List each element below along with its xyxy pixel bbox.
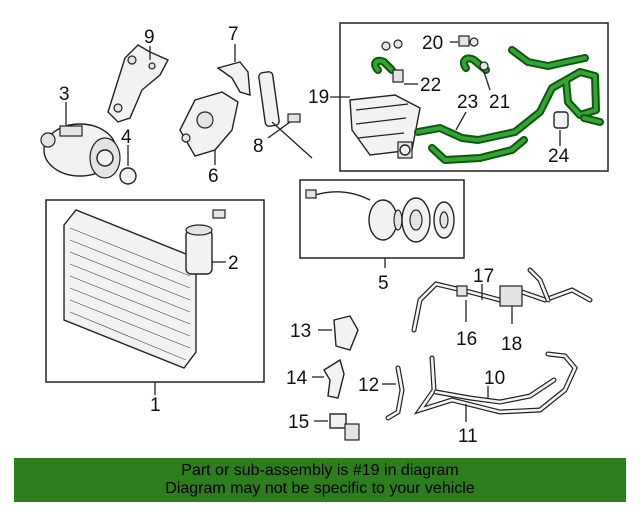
part-19-hose-assembly[interactable] — [414, 46, 604, 164]
callout-16[interactable]: 16 — [456, 329, 477, 350]
part-10-11-hoses[interactable] — [413, 351, 578, 415]
callout-10[interactable]: 10 — [484, 368, 505, 389]
callout-8[interactable]: 8 — [253, 136, 264, 157]
part-5-box[interactable] — [299, 179, 465, 259]
callout-6[interactable]: 6 — [208, 166, 219, 187]
part-4-o-ring[interactable] — [119, 167, 137, 185]
callout-14[interactable]: 14 — [286, 368, 308, 389]
callout-23[interactable]: 23 — [457, 92, 478, 113]
part-21-fitting[interactable] — [459, 54, 490, 74]
banner-line-2: Diagram may not be specific to your vehi… — [165, 480, 475, 497]
part-24-grommet[interactable] — [553, 111, 569, 129]
part-3-compressor[interactable] — [40, 123, 121, 179]
callout-20[interactable]: 20 — [422, 33, 443, 54]
callout-1[interactable]: 1 — [150, 395, 161, 416]
notice-banner: Part or sub-assembly is #19 in diagram D… — [14, 458, 626, 502]
callout-5[interactable]: 5 — [378, 273, 389, 294]
part-8-sensor[interactable] — [258, 71, 313, 159]
part-16-17-18-hose[interactable] — [411, 267, 593, 333]
part-15-valve[interactable] — [329, 413, 360, 441]
part-7-bracket[interactable] — [216, 61, 251, 96]
part-20-fitting[interactable] — [458, 35, 479, 47]
leader-8 — [267, 121, 291, 139]
callout-11[interactable]: 11 — [458, 426, 478, 447]
part-6-mount[interactable] — [179, 91, 239, 157]
part-19-evaporator[interactable] — [349, 94, 421, 159]
callout-13[interactable]: 13 — [290, 321, 311, 342]
callout-21[interactable]: 21 — [489, 92, 510, 113]
callout-22[interactable]: 22 — [420, 75, 441, 96]
leader-21 — [483, 71, 491, 91]
callout-7[interactable]: 7 — [228, 24, 239, 45]
callout-3[interactable]: 3 — [59, 84, 70, 105]
part-13-clip[interactable] — [333, 315, 359, 351]
callout-2[interactable]: 2 — [228, 253, 239, 274]
parts-diagram: 9 7 3 4 6 8 19 — [40, 22, 609, 447]
part-2-receiver-drier[interactable] — [185, 209, 226, 275]
callout-15[interactable]: 15 — [288, 412, 309, 433]
part-5-clutch[interactable] — [305, 189, 455, 243]
callout-4[interactable]: 4 — [121, 127, 132, 148]
callout-17[interactable]: 17 — [473, 266, 494, 287]
part-1-condenser[interactable] — [63, 209, 197, 369]
part-22-fitting[interactable] — [371, 39, 404, 83]
leader-23 — [455, 111, 467, 131]
part-12-line[interactable] — [385, 365, 405, 421]
part-14-bracket[interactable] — [323, 358, 345, 399]
callout-9[interactable]: 9 — [144, 27, 155, 48]
part-9-bracket[interactable] — [107, 44, 169, 123]
callout-18[interactable]: 18 — [501, 334, 522, 355]
callout-19[interactable]: 19 — [308, 87, 329, 108]
callout-24[interactable]: 24 — [548, 146, 570, 167]
callout-12[interactable]: 12 — [358, 375, 379, 396]
banner-line-1: Part or sub-assembly is #19 in diagram — [181, 462, 459, 479]
